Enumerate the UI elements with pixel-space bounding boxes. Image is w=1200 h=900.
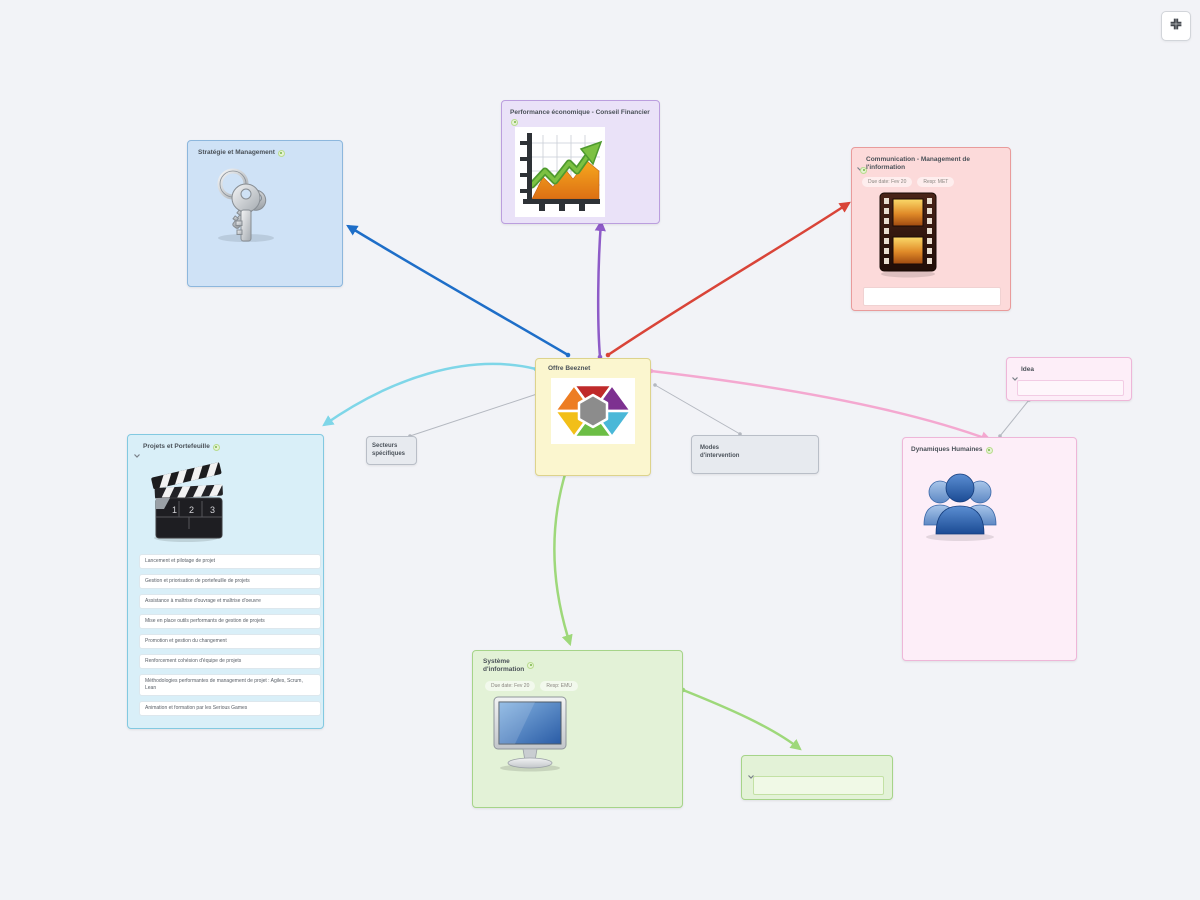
computer-monitor-icon (490, 695, 570, 778)
subtopic-item[interactable]: Assistance à maîtrise d'ouvrage et maîtr… (139, 594, 321, 609)
connection-new-topic (682, 688, 802, 751)
node-projets-portefeuille[interactable]: Projets et Portefeuille (127, 434, 324, 729)
new-topic-input[interactable] (863, 287, 1001, 306)
subtopic-item[interactable]: Méthodologies performantes de management… (139, 674, 321, 696)
node-secteurs-specifiques[interactable]: Secteurs spécifiques (366, 436, 417, 465)
connection-strategie (346, 224, 569, 357)
connection-systeme (553, 470, 573, 647)
svg-text:1: 1 (172, 505, 177, 515)
add-child-button[interactable] (511, 118, 518, 126)
fit-to-screen-button[interactable] (1161, 11, 1191, 41)
subtopic-item[interactable]: Lancement et pilotage de projet (139, 554, 321, 569)
connection-performance (594, 219, 606, 358)
node-title: Secteurs spécifiques (372, 443, 406, 457)
node-title: Offre Beeznet (548, 365, 591, 372)
node-title: Système d'information (483, 658, 525, 673)
due-date-badge: Due date: Fev 20 (862, 177, 913, 187)
add-child-button[interactable] (527, 661, 534, 669)
connection-projets (322, 362, 537, 427)
node-idea[interactable]: Idea (1006, 357, 1132, 401)
subtopic-item[interactable]: Animation et formation par les Serious G… (139, 701, 321, 716)
collapse-arrows-icon (1168, 16, 1184, 37)
node-title: Stratégie et Management (198, 149, 275, 156)
connector-idea-dynamiques (999, 399, 1030, 437)
connection-dynamiques (650, 369, 993, 443)
add-child-button[interactable] (277, 149, 285, 157)
node-performance-economique[interactable]: Performance économique - Conseil Financi… (501, 100, 660, 224)
subtopic-item[interactable]: Promotion et gestion du changement (139, 634, 321, 649)
subtopic-list: Lancement et pilotage de projet Gestion … (139, 554, 321, 721)
node-title: Projets et Portefeuille (143, 443, 210, 450)
collapse-toggle-icon[interactable] (134, 445, 140, 463)
add-child-button[interactable] (985, 446, 993, 454)
keys-icon (206, 165, 284, 248)
people-group-icon (921, 462, 999, 547)
node-title: Performance économique - Conseil Financi… (510, 109, 650, 116)
svg-text:3: 3 (210, 505, 215, 515)
collapse-toggle-icon[interactable] (748, 766, 754, 784)
node-title: Modes d'intervention (700, 445, 740, 459)
node-new-topic[interactable] (741, 755, 893, 800)
connector-modes (654, 384, 741, 435)
film-strip-icon (876, 191, 942, 284)
add-child-button[interactable] (212, 443, 220, 451)
node-title: Dynamiques Humaines (911, 446, 983, 453)
subtopic-item[interactable]: Gestion et priorisation de portefeuille … (139, 574, 321, 589)
node-title: Communication - Management de l'informat… (866, 156, 971, 171)
node-offre-beeznet[interactable]: Offre Beeznet (535, 358, 651, 476)
subtopic-item[interactable]: Mise en place outils performants de gest… (139, 614, 321, 629)
collapse-toggle-icon[interactable] (1012, 368, 1018, 386)
node-strategie-management[interactable]: Stratégie et Management (187, 140, 343, 287)
node-dynamiques-humaines[interactable]: Dynamiques Humaines (902, 437, 1077, 661)
node-modes-intervention[interactable]: Modes d'intervention (691, 435, 819, 474)
responsible-badge: Resp: MET (917, 177, 955, 187)
connector-secteurs (409, 393, 538, 437)
idea-title-input[interactable] (1017, 380, 1124, 396)
node-title: Idea (1021, 366, 1035, 373)
node-communication[interactable]: Communication - Management de l'informat… (851, 147, 1011, 311)
growth-chart-icon (515, 127, 605, 222)
svg-text:2: 2 (189, 505, 194, 515)
node-systeme-information[interactable]: Système d'information Due date: Fev 20 R… (472, 650, 683, 808)
beeznet-hexagon-logo (551, 378, 635, 449)
connection-communication (607, 201, 851, 357)
clapperboard-icon: 1 2 3 (146, 461, 228, 548)
add-child-button[interactable] (860, 166, 867, 174)
due-date-badge: Due date: Fev 20 (485, 681, 536, 691)
subtopic-item[interactable]: Renforcement cohésion d'équipe de projet… (139, 654, 321, 669)
new-topic-title-input[interactable] (753, 776, 884, 795)
responsible-badge: Resp: EMU (540, 681, 578, 691)
